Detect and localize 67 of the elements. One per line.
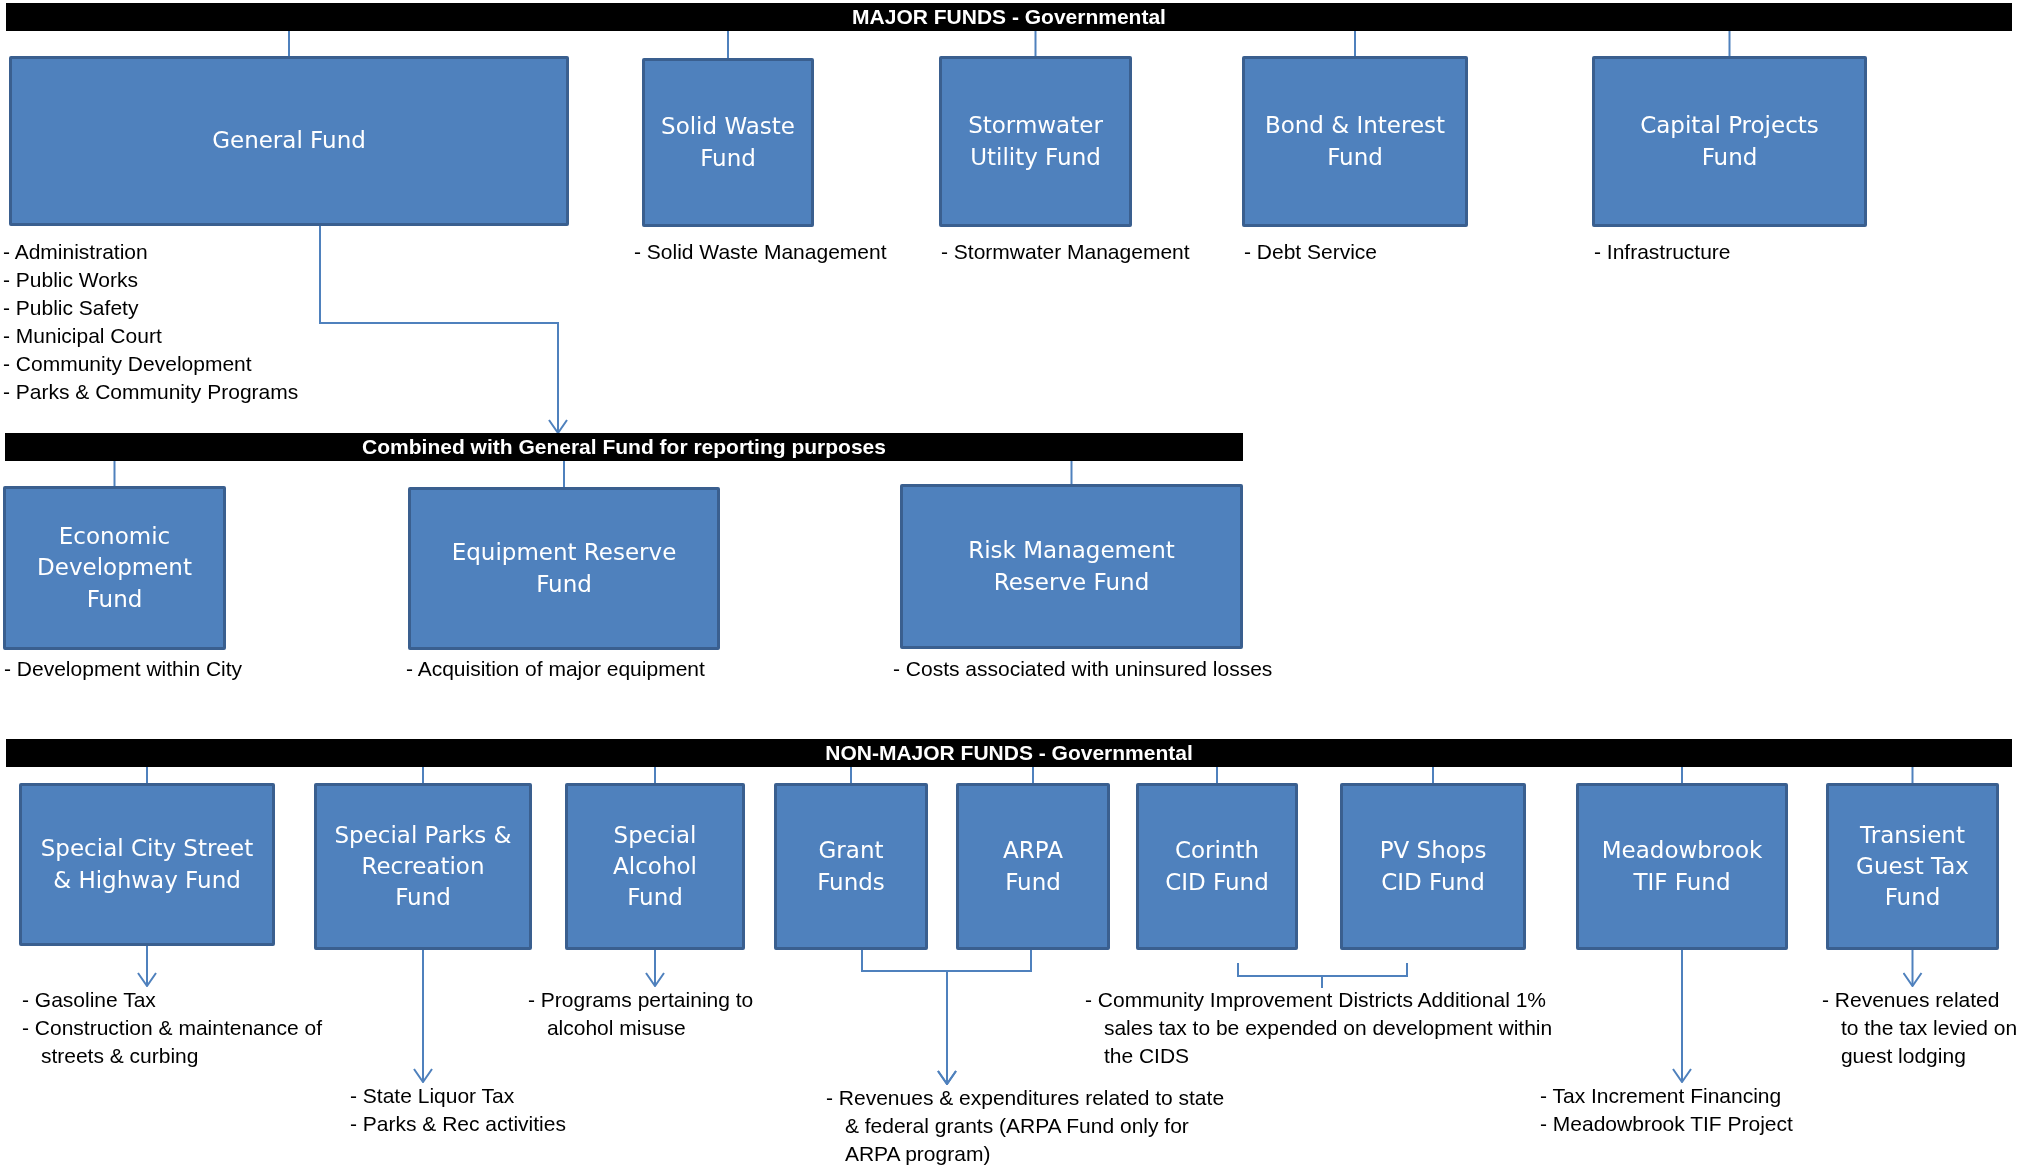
fund-box: Equipment Reserve Fund bbox=[408, 487, 720, 650]
arrow bbox=[137, 945, 157, 987]
fund-box: Bond & Interest Fund bbox=[1242, 56, 1468, 227]
fund-box: Grant Funds bbox=[774, 783, 928, 950]
description-text: - Parks & Rec activities bbox=[350, 1111, 567, 1137]
connector-line bbox=[1432, 766, 1434, 784]
section-header-bar: Combined with General Fund for reporting purposes bbox=[5, 433, 1243, 461]
connector-line bbox=[422, 766, 424, 784]
connector-line bbox=[727, 30, 729, 59]
description-text: - Parks & Community Programs bbox=[3, 379, 299, 405]
connector-line bbox=[1728, 30, 1731, 57]
fund-box: Risk Management Reserve Fund bbox=[900, 484, 1243, 649]
description-text: - Municipal Court bbox=[3, 323, 163, 349]
description-text: - Gasoline Tax bbox=[22, 987, 157, 1013]
arrow bbox=[937, 949, 1032, 1085]
fund-box: General Fund bbox=[9, 56, 569, 226]
description-text: - Solid Waste Management bbox=[634, 239, 887, 265]
fund-box: Special Alcohol Fund bbox=[565, 783, 745, 950]
fund-box: Capital Projects Fund bbox=[1592, 56, 1867, 227]
section-header-bar: NON-MAJOR FUNDS - Governmental bbox=[6, 739, 2012, 767]
description-text: - Stormwater Management bbox=[941, 239, 1190, 265]
description-text: - Development within City bbox=[4, 656, 243, 682]
connector-line bbox=[850, 766, 852, 784]
connector-line bbox=[563, 460, 565, 488]
connector-line bbox=[146, 766, 148, 784]
fund-box: Special City Street & Highway Fund bbox=[19, 783, 275, 946]
connector-line bbox=[1354, 30, 1356, 57]
fund-box: Meadowbrook TIF Fund bbox=[1576, 783, 1788, 950]
description-text: - Revenues related to the tax levied on guest lodging bbox=[1822, 986, 2018, 1070]
description-text: - Community Development bbox=[3, 351, 253, 377]
description-text: - Infrastructure bbox=[1594, 239, 1731, 265]
arrow bbox=[645, 949, 665, 987]
description-text: - Programs pertaining to alcohol misuse bbox=[528, 986, 778, 1042]
description-text: - Community Improvement Districts Additional 1% sales tax to be expended on development within the CIDS bbox=[1085, 987, 1554, 1069]
connector-line bbox=[1070, 460, 1073, 485]
fund-box: Special Parks & Recreation Fund bbox=[314, 783, 532, 950]
description-text: - Construction & maintenance of streets & curbing bbox=[22, 1015, 323, 1069]
description-text: - Public Works bbox=[3, 267, 139, 293]
description-text: - Public Safety bbox=[3, 295, 140, 321]
fund-box: Stormwater Utility Fund bbox=[939, 56, 1132, 227]
connector-line bbox=[654, 766, 656, 784]
description-text: - Acquisition of major equipment bbox=[406, 656, 705, 682]
connector-line bbox=[288, 30, 290, 57]
arrow bbox=[1902, 949, 1923, 987]
fund-box: Economic Development Fund bbox=[3, 486, 226, 650]
description-text: - Revenues & expenditures related to state & federal grants (ARPA Fund only for ARPA program) bbox=[826, 1084, 1226, 1168]
description-text: - Debt Service bbox=[1244, 239, 1378, 265]
description-text: - Meadowbrook TIF Project bbox=[1540, 1111, 1794, 1137]
arrow bbox=[1672, 949, 1692, 1083]
connector-line bbox=[1911, 766, 1914, 784]
description-text: - State Liquor Tax bbox=[350, 1083, 516, 1109]
section-header-bar: MAJOR FUNDS - Governmental bbox=[6, 3, 2012, 31]
fund-box: Solid Waste Fund bbox=[642, 58, 814, 227]
description-text: - Costs associated with uninsured losses bbox=[893, 656, 1273, 682]
fund-box: Corinth CID Fund bbox=[1136, 783, 1298, 950]
connector-line bbox=[1032, 766, 1034, 784]
arrow bbox=[319, 225, 568, 434]
description-text: - Tax Increment Financing bbox=[1540, 1083, 1783, 1109]
connector-line bbox=[1216, 766, 1218, 784]
fund-box: Transient Guest Tax Fund bbox=[1826, 783, 1999, 950]
connector-line bbox=[113, 460, 116, 487]
description-text: - Administration bbox=[3, 239, 149, 265]
connector-line bbox=[1034, 30, 1037, 57]
arrow bbox=[413, 949, 433, 1083]
fund-box: ARPA Fund bbox=[956, 783, 1110, 950]
connector-line bbox=[1681, 766, 1683, 784]
fund-box: PV Shops CID Fund bbox=[1340, 783, 1526, 950]
